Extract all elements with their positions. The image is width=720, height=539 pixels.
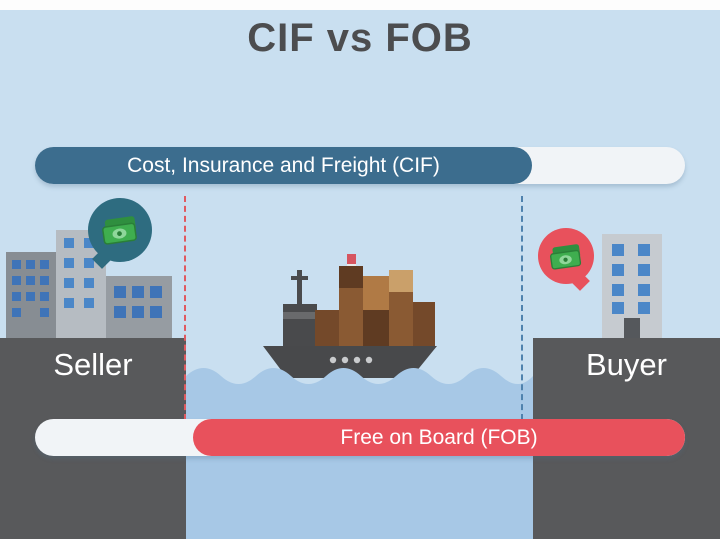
fob-banner-label: Free on Board (FOB): [340, 425, 538, 449]
buyer-money-bubble: [538, 228, 594, 291]
seller-label: Seller: [53, 347, 133, 382]
cif-banner-track: Cost, Insurance and Freight (CIF): [35, 147, 685, 184]
money-icon: [102, 216, 137, 245]
cargo-ship-icon: [263, 254, 437, 378]
fob-banner: Free on Board (FOB): [193, 419, 685, 456]
cif-banner-label: Cost, Insurance and Freight (CIF): [127, 153, 440, 177]
money-icon: [550, 243, 582, 270]
bubble-tail: [570, 271, 590, 291]
buyer-label: Buyer: [586, 347, 667, 382]
top-border: [0, 0, 720, 10]
office-building-icon: [602, 234, 662, 340]
seller-money-bubble: [88, 198, 152, 269]
cif-banner: Cost, Insurance and Freight (CIF): [35, 147, 532, 184]
page-title: CIF vs FOB: [247, 16, 473, 60]
seller-boundary-dashed-line: [184, 196, 186, 420]
city-buildings-icon: [6, 230, 172, 340]
fob-banner-track: Free on Board (FOB): [35, 419, 685, 456]
buyer-boundary-dashed-line: [521, 196, 523, 420]
